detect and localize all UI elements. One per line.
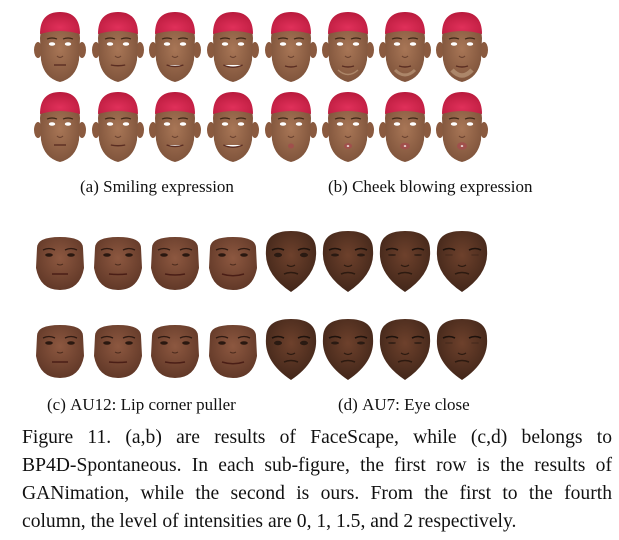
face-thumbnail [265,12,317,82]
face-thumbnail [92,12,144,82]
face-thumbnail [379,319,431,380]
face-thumbnail [322,92,374,162]
face-thumbnail [94,237,142,290]
face-thumbnail [34,12,86,82]
face-thumbnail [379,12,431,82]
face-thumbnail [379,92,431,162]
face-thumbnail [207,12,259,82]
figure-caption: Figure 11. (a,b) are results of FaceScap… [22,424,612,536]
caption-line-2: BP4D-Spontaneous. In each sub-figure, th… [22,455,612,476]
subcaption-a: (a) Smiling expression [80,177,234,196]
face-thumbnail [322,231,374,292]
face-thumbnail [265,319,317,380]
face-thumbnail [36,237,84,290]
face-thumbnail [436,92,488,162]
face-thumbnail [436,319,488,380]
face-thumbnail [379,231,431,292]
face-thumbnail [436,12,488,82]
face-thumbnail [322,12,374,82]
face-thumbnail [209,325,257,378]
face-thumbnail [92,92,144,162]
subcaption-b: (b) Cheek blowing expression [328,177,533,196]
face-thumbnail [209,237,257,290]
face-thumbnail [151,325,199,378]
face-thumbnail [322,319,374,380]
face-thumbnail [151,237,199,290]
face-thumbnail [34,92,86,162]
caption-line-1: Figure 11. (a,b) are results of FaceScap… [22,427,612,448]
face-thumbnail [207,92,259,162]
caption-line-3: GANimation, while the second is ours. Fr… [22,483,612,504]
face-thumbnail [149,12,201,82]
face-thumbnail [149,92,201,162]
subcaption-d: (d) AU7: Eye close [338,395,470,414]
face-thumbnail [265,92,317,162]
subcaption-c: (c) AU12: Lip corner puller [47,395,236,414]
face-thumbnail [265,231,317,292]
face-thumbnail [94,325,142,378]
caption-line-4: column, the level of intensities are 0, … [22,511,517,532]
face-thumbnail [36,325,84,378]
face-thumbnail [436,231,488,292]
